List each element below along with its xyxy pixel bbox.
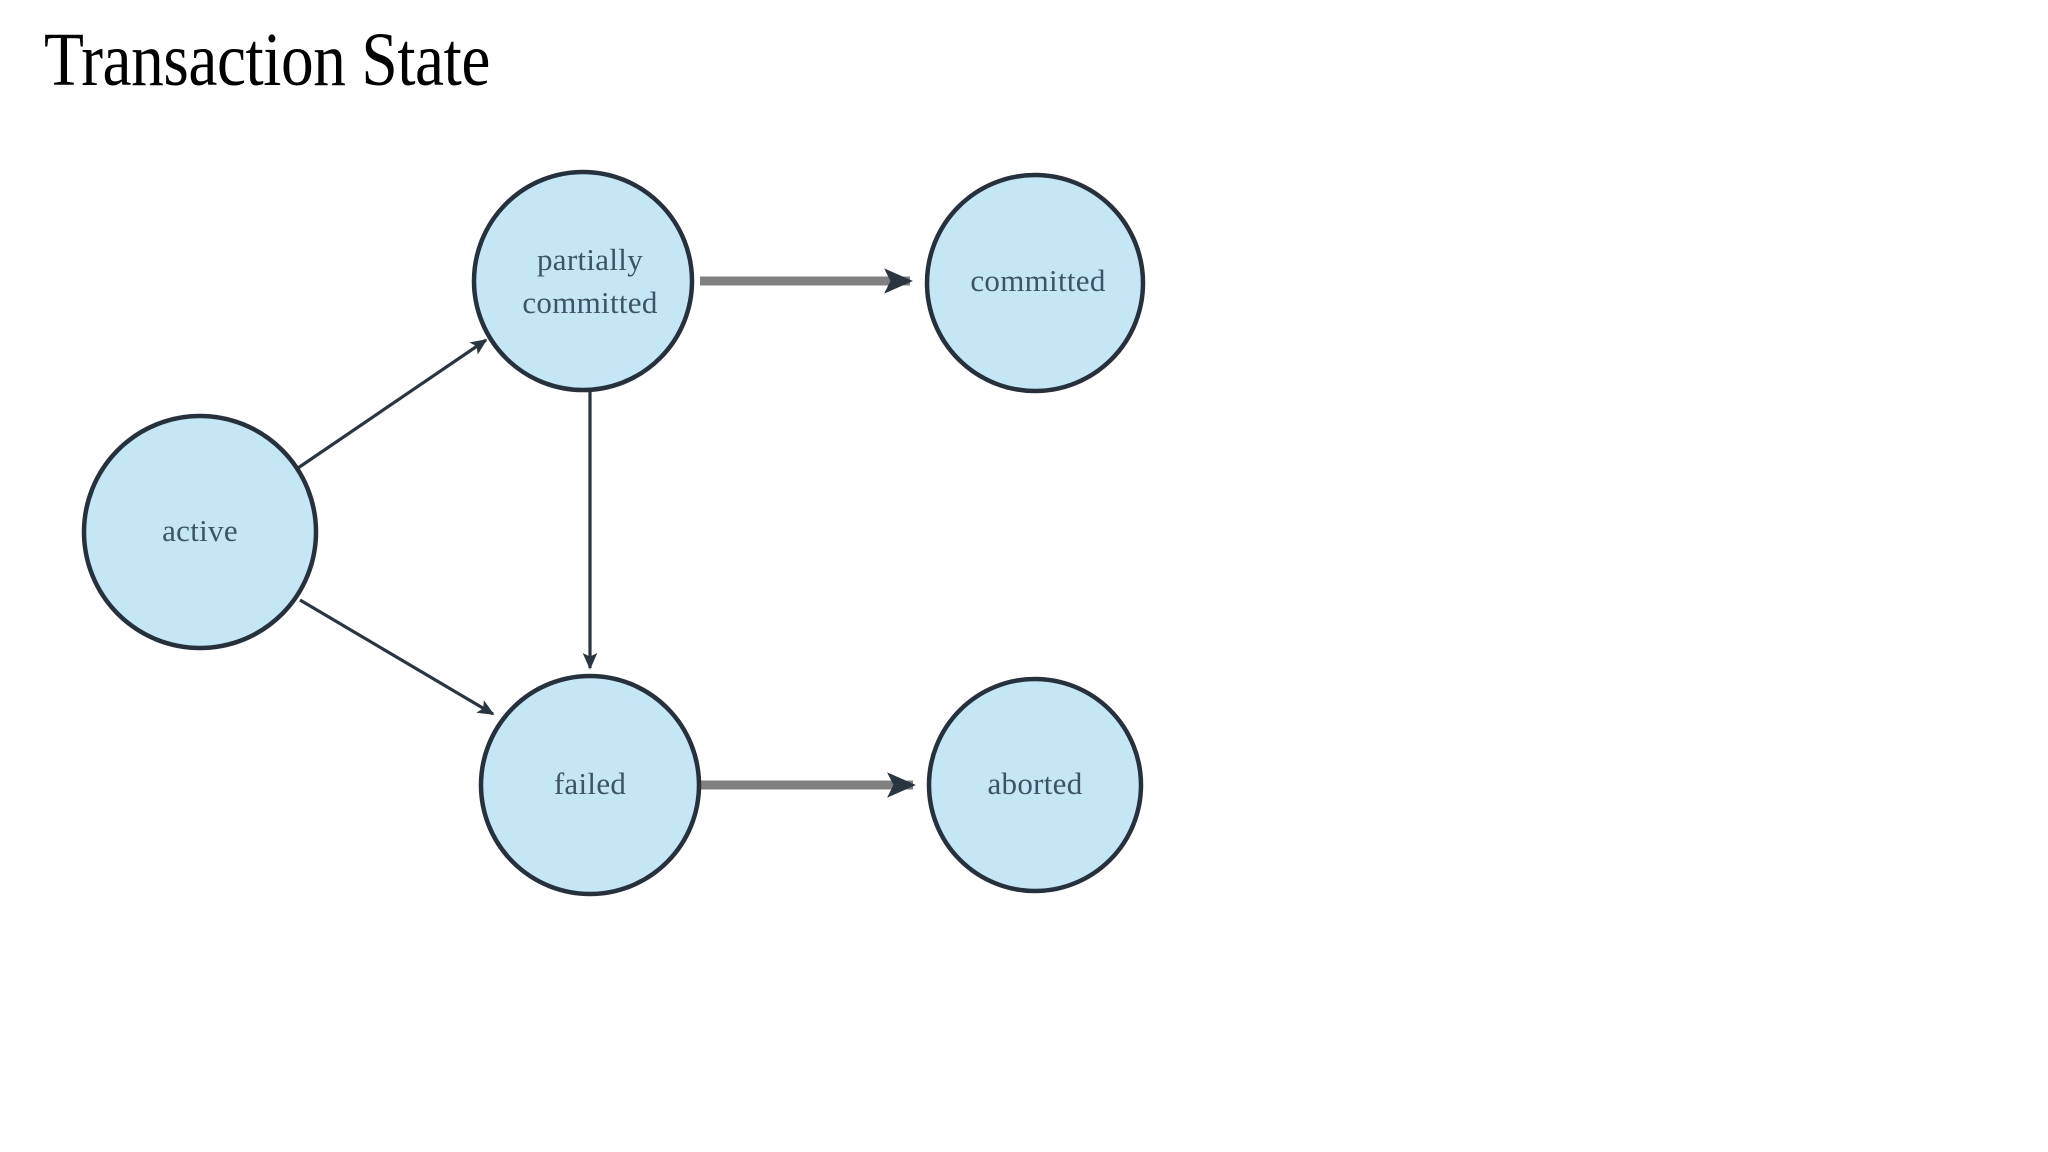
node-active[interactable]: active: [81, 413, 319, 651]
page-title: Transaction State: [44, 18, 490, 102]
node-aborted[interactable]: aborted: [926, 676, 1144, 894]
node-aborted-circle[interactable]: [926, 676, 1144, 894]
node-partially-committed-label-line1: partially: [537, 242, 643, 277]
node-active-circle[interactable]: [81, 413, 319, 651]
edge-active-to-partially-committed: [297, 338, 488, 470]
node-failed-circle[interactable]: [478, 673, 702, 897]
node-partially-committed-label-line2: committed: [522, 285, 657, 320]
node-failed-label: failed: [554, 766, 627, 801]
edge-active-to-failed: [299, 598, 495, 716]
node-partially-committed[interactable]: partially committed: [471, 169, 695, 393]
node-active-label: active: [162, 513, 238, 548]
node-failed[interactable]: failed: [478, 673, 702, 897]
node-committed-label: committed: [970, 263, 1105, 298]
node-committed[interactable]: committed: [924, 172, 1146, 394]
node-partially-committed-circle[interactable]: [471, 169, 695, 393]
node-aborted-label: aborted: [987, 766, 1082, 801]
node-committed-circle[interactable]: [924, 172, 1146, 394]
